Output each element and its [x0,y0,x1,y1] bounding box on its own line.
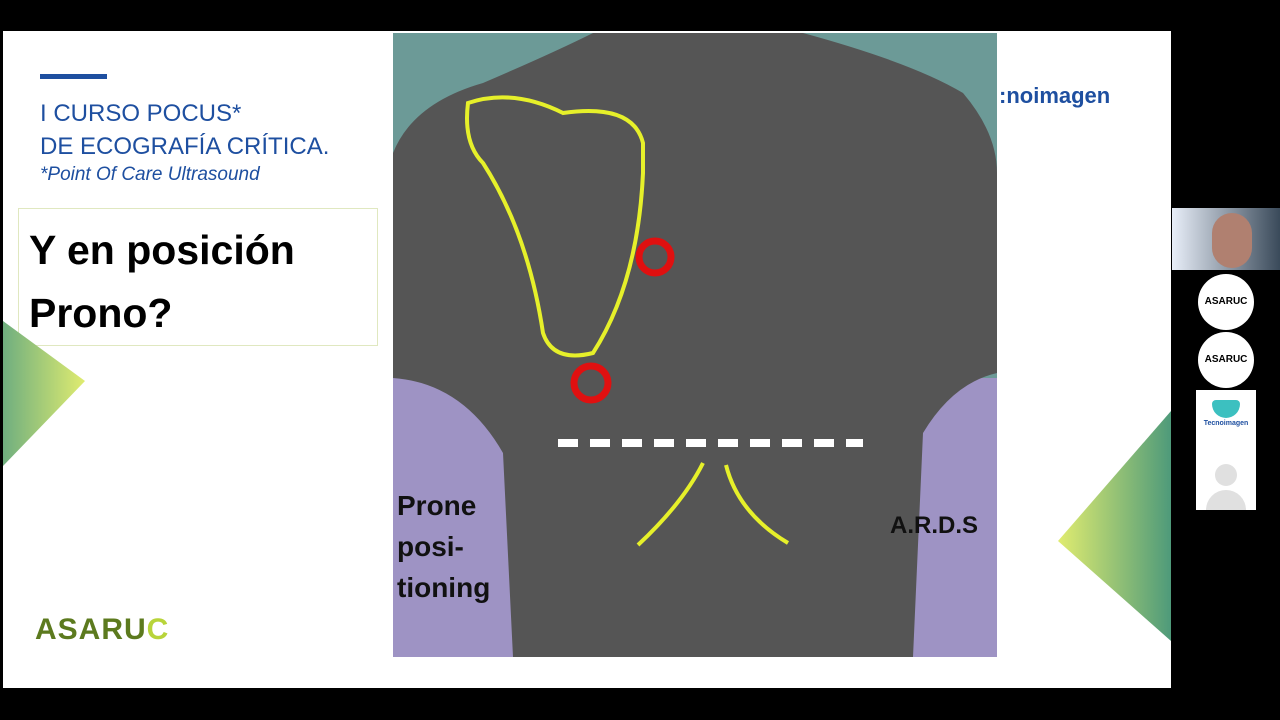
participants-panel: ASARUC ASARUC Tecnoimagen [1172,208,1280,510]
participant-tile-unknown[interactable] [1196,450,1256,510]
title-accent-bar [40,74,107,79]
decorative-chevron-left [3,321,85,466]
presenter-face [1212,213,1252,268]
asaruc-avatar: ASARUC [1198,274,1254,330]
asaruc-avatar: ASARUC [1198,332,1254,388]
course-title-line-1: I CURSO POCUS* [40,100,242,127]
rib-line [724,464,790,545]
presentation-slide: I CURSO POCUS* DE ECOGRAFÍA CRÍTICA. *Po… [3,31,1171,688]
marker-circle [570,362,612,404]
course-subtitle: *Point Of Care Ultrasound [40,164,260,185]
rib-line [636,462,705,547]
question-line-2: Prono? [29,290,173,336]
question-box: Y en posición Prono? [18,208,378,346]
course-title: I CURSO POCUS* DE ECOGRAFÍA CRÍTICA. [40,97,329,163]
asaruc-logo: ASARUC [35,613,170,646]
back-illustration [393,33,997,657]
participant-tile-tecnoimagen[interactable]: Tecnoimagen [1196,390,1256,450]
presenter-video-tile[interactable] [1172,208,1280,270]
participant-tile-asaruc[interactable]: ASARUC [1172,332,1280,392]
marker-circle [635,237,675,277]
question-line-1: Y en posición [29,227,295,273]
ards-label: A.R.D.S [890,512,979,539]
participant-tile-asaruc[interactable]: ASARUC [1172,274,1280,334]
user-placeholder-icon [1215,464,1237,486]
tecnoimagen-name: Tecnoimagen [1203,420,1249,427]
tecnoimagen-logo-icon [1212,400,1240,418]
course-title-line-2: DE ECOGRAFÍA CRÍTICA. [40,133,330,160]
scapula-outline [465,95,645,358]
tecnoimagen-brand: :noimagen [999,83,1111,108]
decorative-chevron-right [1058,411,1171,641]
